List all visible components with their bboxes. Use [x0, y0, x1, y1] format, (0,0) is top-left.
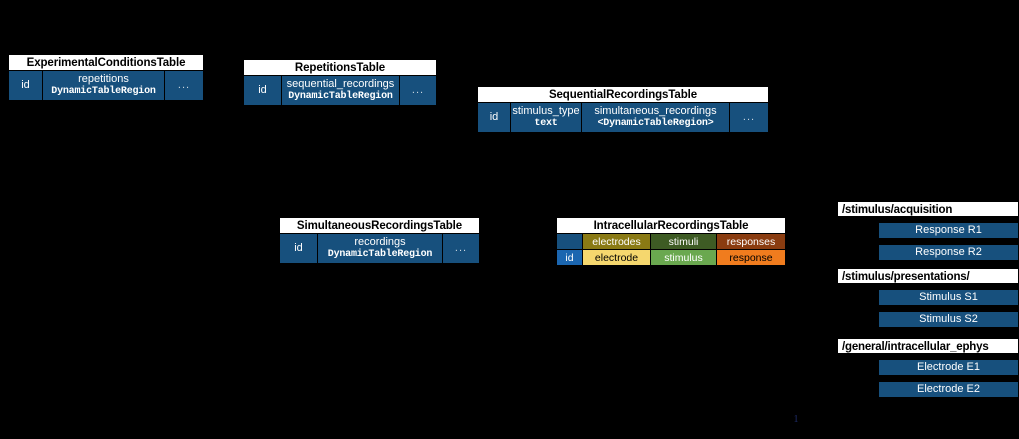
column-id: id	[557, 250, 583, 265]
column-simultaneous-recordings: simultaneous_recordings <DynamicTableReg…	[582, 103, 730, 132]
column-name: id	[258, 84, 267, 97]
column-name: stimulus_type	[512, 105, 580, 118]
column-type: DynamicTableRegion	[327, 248, 433, 260]
table-header-row: id repetitions DynamicTableRegion ...	[8, 71, 204, 101]
column-name: id	[294, 242, 303, 255]
column-stimulus: stimulus	[651, 250, 717, 265]
category-label: responses	[726, 235, 776, 248]
category-responses: responses	[717, 234, 785, 249]
column-name: simultaneous_recordings	[594, 105, 717, 118]
column-name: repetitions	[78, 73, 129, 86]
column-name: response	[729, 251, 773, 264]
group-general-intracellular-ephys: /general/intracellular_ephys Electrode E…	[837, 338, 1019, 398]
column-type: text	[534, 117, 558, 129]
column-type: DynamicTableRegion	[288, 90, 393, 102]
column-name: ...	[177, 79, 191, 92]
table-sequential-recordings: SequentialRecordingsTable id stimulus_ty…	[477, 86, 769, 133]
group-stimulus-acquisition: /stimulus/acquisition Response R1 Respon…	[837, 201, 1019, 261]
table-header-row: id stimulus_type text simultaneous_recor…	[477, 103, 769, 133]
category-label: electrodes	[592, 235, 641, 248]
column-ellipsis: ...	[730, 103, 768, 132]
column-ellipsis: ...	[165, 71, 203, 100]
table-category-row: electrodes stimuli responses	[556, 234, 786, 250]
column-ellipsis: ...	[400, 76, 436, 105]
group-item: Electrode E1	[878, 359, 1019, 376]
table-intracellular-recordings: IntracellularRecordingsTable electrodes …	[556, 217, 786, 266]
group-item: Electrode E2	[878, 381, 1019, 398]
table-header-row: id recordings DynamicTableRegion ...	[279, 234, 480, 264]
category-id-blank	[557, 234, 583, 249]
category-label: stimuli	[668, 235, 699, 248]
column-id: id	[244, 76, 282, 105]
group-item: Stimulus S1	[878, 289, 1019, 306]
table-simultaneous-recordings: SimultaneousRecordingsTable id recording…	[279, 217, 480, 264]
group-item: Response R2	[878, 244, 1019, 261]
category-stimuli: stimuli	[651, 234, 717, 249]
column-stimulus-type: stimulus_type text	[511, 103, 582, 132]
table-repetitions: RepetitionsTable id sequential_recording…	[243, 59, 437, 106]
column-name: recordings	[354, 236, 406, 249]
column-name: electrode	[594, 251, 639, 264]
column-name: ...	[454, 242, 468, 255]
column-recordings: recordings DynamicTableRegion	[318, 234, 443, 263]
column-name: ...	[411, 84, 425, 97]
table-header-row: id electrode stimulus response	[556, 250, 786, 266]
column-ellipsis: ...	[443, 234, 479, 263]
table-title: RepetitionsTable	[243, 59, 437, 76]
column-name: stimulus	[664, 251, 703, 264]
group-item: Response R1	[878, 222, 1019, 239]
table-title: ExperimentalConditionsTable	[8, 54, 204, 71]
column-name: ...	[742, 111, 756, 124]
column-id: id	[9, 71, 43, 100]
column-id: id	[478, 103, 511, 132]
group-item: Stimulus S2	[878, 311, 1019, 328]
page-number: 1	[793, 414, 799, 425]
group-path: /stimulus/acquisition	[837, 201, 1019, 217]
group-path: /stimulus/presentations/	[837, 268, 1019, 284]
table-experimental-conditions: ExperimentalConditionsTable id repetitio…	[8, 54, 204, 101]
category-electrodes: electrodes	[583, 234, 651, 249]
table-title: IntracellularRecordingsTable	[556, 217, 786, 234]
column-sequential-recordings: sequential_recordings DynamicTableRegion	[282, 76, 400, 105]
column-name: sequential_recordings	[286, 78, 395, 91]
group-stimulus-presentations: /stimulus/presentations/ Stimulus S1 Sti…	[837, 268, 1019, 328]
column-type: <DynamicTableRegion>	[597, 117, 714, 129]
column-name: id	[489, 111, 499, 124]
column-electrode: electrode	[583, 250, 651, 265]
column-repetitions: repetitions DynamicTableRegion	[43, 71, 165, 100]
column-name: id	[565, 251, 574, 264]
group-path: /general/intracellular_ephys	[837, 338, 1019, 354]
table-header-row: id sequential_recordings DynamicTableReg…	[243, 76, 437, 106]
column-id: id	[280, 234, 318, 263]
table-title: SimultaneousRecordingsTable	[279, 217, 480, 234]
column-response: response	[717, 250, 785, 265]
column-type: DynamicTableRegion	[51, 85, 156, 97]
table-title: SequentialRecordingsTable	[477, 86, 769, 103]
column-name: id	[21, 79, 30, 92]
